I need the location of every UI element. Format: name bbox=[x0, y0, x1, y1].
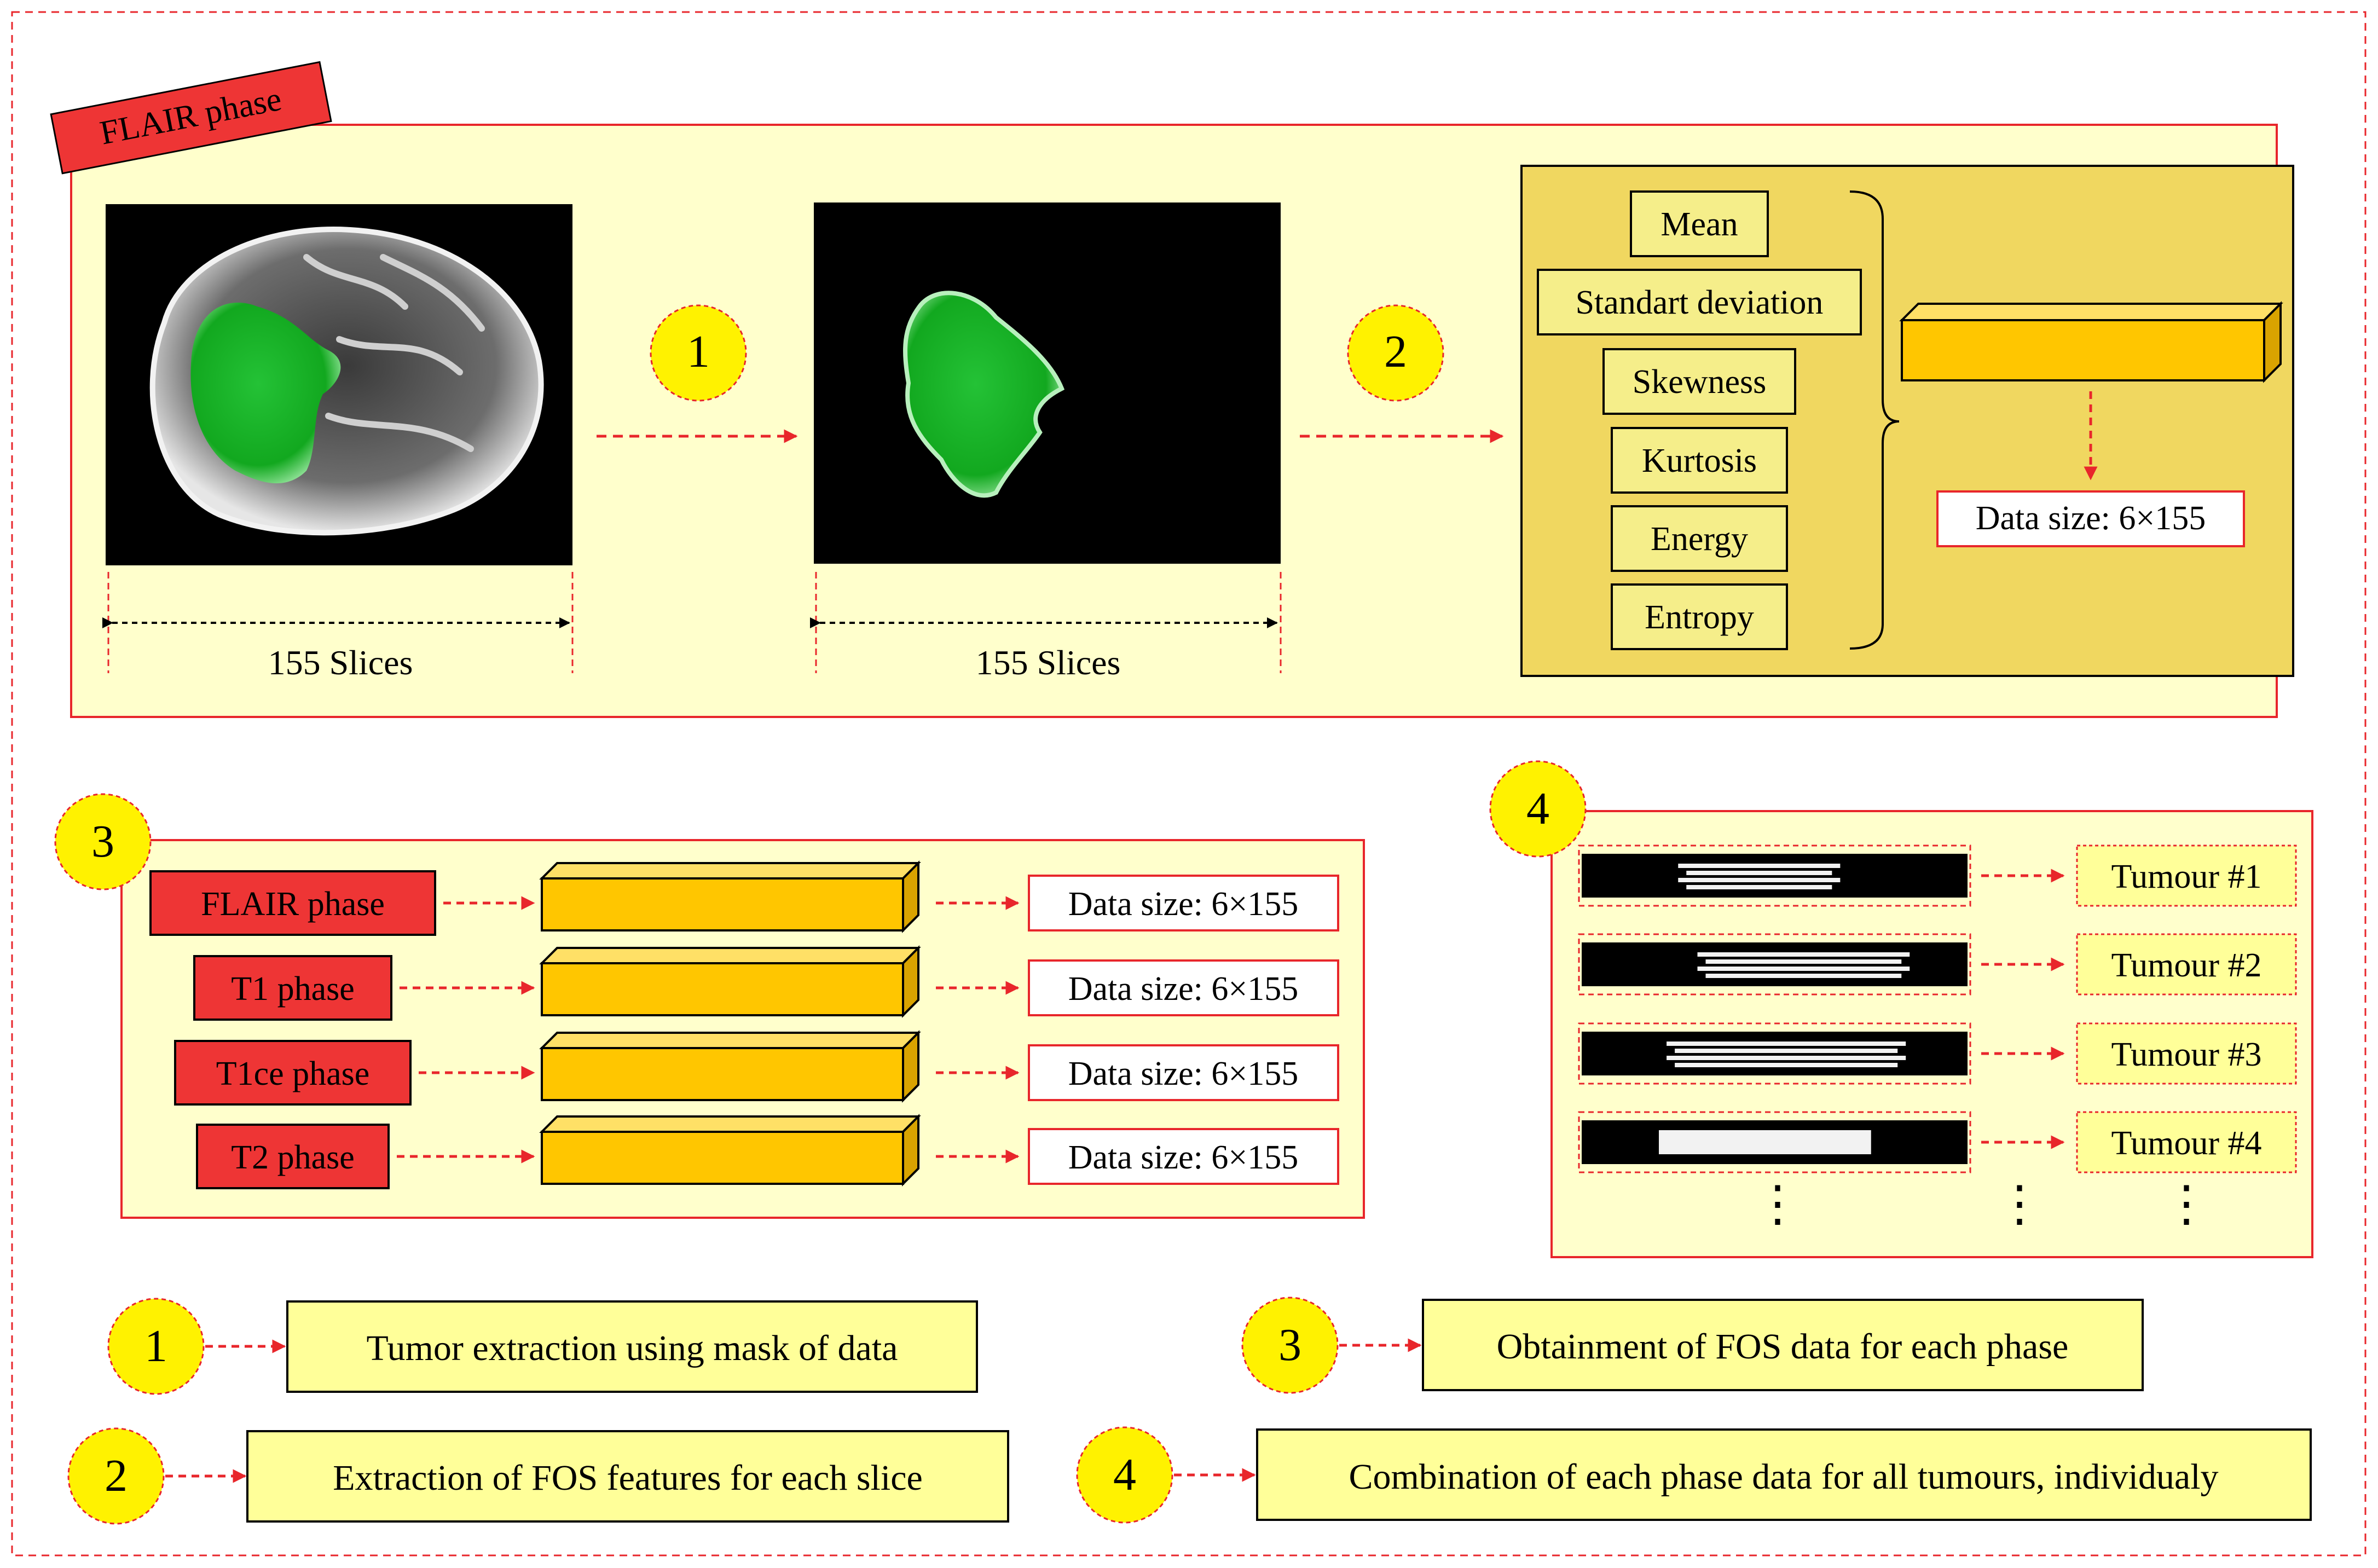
phase-row: T1ce phase Data size: 6×155 bbox=[174, 1030, 1339, 1106]
tumour-row: Tumour #3 bbox=[1578, 1022, 2297, 1085]
step-1-circle bbox=[650, 304, 747, 402]
step-3-number: 3 bbox=[91, 816, 114, 867]
tumour-data-strip bbox=[1582, 942, 1968, 986]
brace-icon bbox=[1849, 190, 1900, 650]
data-size-box bbox=[1936, 490, 2245, 547]
tumour-row: Tumour #2 bbox=[1578, 933, 2297, 996]
feature-box-mean: Mean bbox=[1630, 190, 1769, 257]
data-size-label: Data size: 6×155 bbox=[1068, 1055, 1299, 1092]
legend-number: 1 bbox=[144, 1321, 167, 1372]
phase-row: FLAIR phase Data size: 6×155 bbox=[149, 860, 1339, 936]
data-size-box bbox=[1028, 959, 1339, 1016]
phase-row: T1 phase Data size: 6×155 bbox=[193, 945, 1339, 1021]
legend: 1 Tumor extraction using mask of data 2 … bbox=[67, 1297, 2312, 1525]
step-1-number: 1 bbox=[687, 326, 710, 377]
phase-data-bar bbox=[541, 962, 904, 1016]
tumour-data-strip bbox=[1582, 854, 1968, 898]
phase-label-box bbox=[174, 1040, 412, 1106]
phase-data-bar bbox=[541, 1047, 904, 1101]
image2-caption: 155 Slices bbox=[976, 643, 1121, 682]
feature-label: Mean bbox=[1660, 206, 1738, 243]
phase-label: T2 phase bbox=[231, 1139, 355, 1176]
legend-number: 4 bbox=[1113, 1449, 1136, 1500]
step-2-circle bbox=[1347, 304, 1444, 402]
extracted-tumor-image: 155 Slices bbox=[810, 202, 1282, 682]
step-4-number: 4 bbox=[1526, 783, 1549, 834]
legend-text: Obtainment of FOS data for each phase bbox=[1497, 1327, 2069, 1367]
legend-item-1: 1 Tumor extraction using mask of data bbox=[107, 1298, 978, 1395]
tumour-label: Tumour #3 bbox=[2111, 1036, 2261, 1073]
tumour-label-box bbox=[2076, 1111, 2297, 1173]
feature-data-bar bbox=[1899, 301, 2283, 383]
phase-label: T1 phase bbox=[231, 970, 355, 1008]
feature-box-energy: Energy bbox=[1611, 505, 1788, 572]
tumour-label: Tumour #4 bbox=[2111, 1125, 2261, 1162]
legend-text: Combination of each phase data for all t… bbox=[1349, 1457, 2218, 1497]
tumor-region-icon bbox=[190, 302, 341, 484]
data-size-label: Data size: 6×155 bbox=[1068, 970, 1299, 1008]
tumour-label: Tumour #2 bbox=[2111, 947, 2261, 984]
phase-data-bar bbox=[541, 1131, 904, 1185]
phase-label: FLAIR phase bbox=[201, 886, 385, 923]
data-size-label: Data size: 6×155 bbox=[1976, 500, 2206, 537]
legend-text: Extraction of FOS features for each slic… bbox=[333, 1458, 923, 1498]
tumour-label-box bbox=[2076, 1022, 2297, 1085]
data-size-box bbox=[1028, 1128, 1339, 1185]
legend-number: 3 bbox=[1278, 1320, 1301, 1370]
legend-item-3: 3 Obtainment of FOS data for each phase bbox=[1241, 1297, 2144, 1394]
tumour-row: Tumour #4 bbox=[1578, 1111, 2297, 1173]
feature-label: Energy bbox=[1651, 520, 1748, 558]
tumour-label-box bbox=[2076, 933, 2297, 996]
step-3-circle bbox=[54, 793, 152, 890]
ellipsis-label: ⋮ bbox=[2162, 1177, 2211, 1231]
brain-mri-icon bbox=[149, 227, 544, 536]
tumour-label-box bbox=[2076, 844, 2297, 907]
image1-caption: 155 Slices bbox=[268, 643, 413, 682]
ellipsis-arrow: ⋮ bbox=[1995, 1177, 2044, 1231]
legend-item-4: 4 Combination of each phase data for all… bbox=[1076, 1426, 2312, 1524]
outer-frame bbox=[11, 11, 2367, 1557]
step-2-number: 2 bbox=[1384, 326, 1407, 377]
ellipsis-strip: ⋮ bbox=[1753, 1177, 1802, 1231]
brain-image: 155 Slices bbox=[102, 204, 574, 682]
phase-label: T1ce phase bbox=[216, 1055, 370, 1092]
phase-label-box bbox=[149, 870, 436, 936]
tumour-data-strip bbox=[1582, 1032, 1968, 1075]
legend-number: 2 bbox=[105, 1450, 128, 1501]
tumour-row: Tumour #1 bbox=[1578, 844, 2297, 907]
tumour-label: Tumour #1 bbox=[2111, 858, 2261, 895]
tumour-panel: 4 Tumour #1 Tumour #2 Tumour #3 Tumour #4 ⋮… bbox=[1489, 760, 2313, 1258]
flair-panel: FLAIR phase 155 Slices 1 bbox=[50, 61, 2294, 718]
phase-row: T2 phase Data size: 6×155 bbox=[196, 1114, 1339, 1189]
phase-label-box bbox=[193, 955, 392, 1021]
step-4-circle bbox=[1489, 760, 1587, 858]
feature-box-std: Standart deviation bbox=[1537, 269, 1862, 335]
data-size-box bbox=[1028, 1044, 1339, 1101]
legend-text: Tumor extraction using mask of data bbox=[367, 1328, 898, 1368]
phase-label-box bbox=[196, 1124, 390, 1189]
data-size-label: Data size: 6×155 bbox=[1068, 886, 1299, 923]
feature-box-entropy: Entropy bbox=[1611, 583, 1788, 650]
feature-label: Skewness bbox=[1633, 363, 1767, 401]
feature-label: Entropy bbox=[1645, 599, 1754, 636]
feature-box-kurtosis: Kurtosis bbox=[1611, 427, 1788, 494]
extracted-tumor-icon bbox=[903, 291, 1065, 498]
legend-item-2: 2 Extraction of FOS features for each sl… bbox=[67, 1427, 1009, 1525]
feature-label: Standart deviation bbox=[1576, 284, 1824, 321]
data-size-box bbox=[1028, 875, 1339, 931]
feature-label: Kurtosis bbox=[1642, 442, 1757, 479]
phase-data-bar bbox=[541, 877, 904, 931]
feature-box-skewness: Skewness bbox=[1602, 348, 1796, 415]
data-size-label: Data size: 6×155 bbox=[1068, 1139, 1299, 1176]
